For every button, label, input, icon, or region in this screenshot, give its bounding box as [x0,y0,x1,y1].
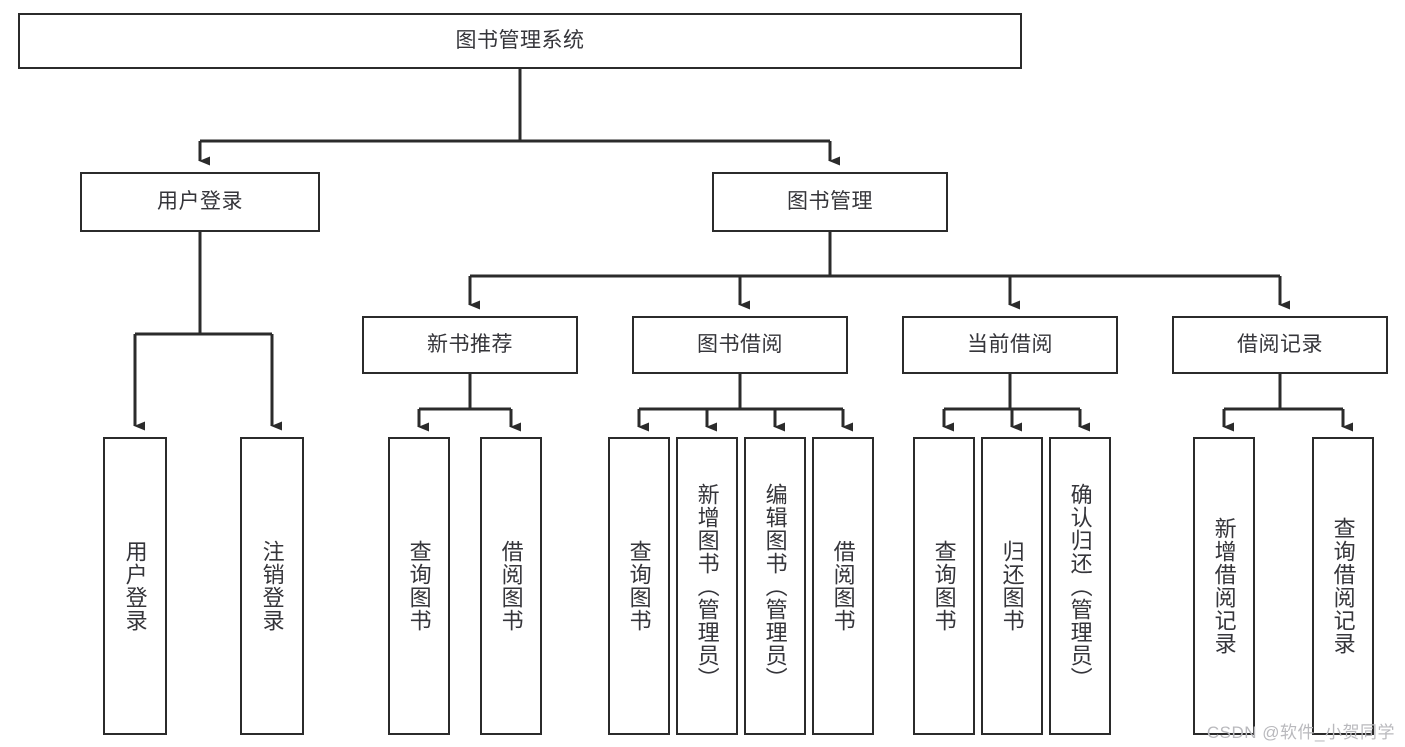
leaf-node-4[interactable]: 查询图书 [608,437,670,735]
leaf-node-7[interactable]: 借阅图书 [812,437,874,735]
leaf-node-label: 注销登录 [259,540,285,632]
leaf-node-label: 查询图书 [406,540,432,632]
leaf-node-label: 查询借阅记录 [1330,517,1356,655]
leaf-node-8[interactable]: 查询图书 [913,437,975,735]
leaf-node-11[interactable]: 新增借阅记录 [1193,437,1255,735]
leaf-node-label: 查询图书 [931,540,957,632]
level3-node-label: 新书推荐 [427,332,513,356]
leaf-node-label: 新增借阅记录 [1211,517,1237,655]
level3-node-label: 当前借阅 [967,332,1053,356]
leaf-node-2[interactable]: 查询图书 [388,437,450,735]
level2-node-label: 用户登录 [157,189,243,213]
leaf-node-10[interactable]: 确认归还（管理员） [1049,437,1111,735]
leaf-node-3[interactable]: 借阅图书 [480,437,542,735]
root-node-label: 图书管理系统 [455,28,585,52]
leaf-node-label: 新增图书（管理员） [694,482,720,690]
level3-node-label: 借阅记录 [1237,332,1323,356]
leaf-node-1[interactable]: 注销登录 [240,437,304,735]
leaf-node-label: 查询图书 [626,540,652,632]
level3-node-0[interactable]: 新书推荐 [362,316,578,374]
level3-node-3[interactable]: 借阅记录 [1172,316,1388,374]
leaf-node-label: 归还图书 [999,540,1025,632]
leaf-node-label: 用户登录 [122,540,148,632]
leaf-node-label: 编辑图书（管理员） [762,482,788,690]
leaf-node-label: 借阅图书 [830,540,856,632]
leaf-node-9[interactable]: 归还图书 [981,437,1043,735]
leaf-node-label: 确认归还（管理员） [1067,482,1093,690]
leaf-node-label: 借阅图书 [498,540,524,632]
leaf-node-0[interactable]: 用户登录 [103,437,167,735]
level3-node-label: 图书借阅 [697,332,783,356]
root-node-0[interactable]: 图书管理系统 [18,13,1022,69]
level2-node-0[interactable]: 用户登录 [80,172,320,232]
leaf-node-12[interactable]: 查询借阅记录 [1312,437,1374,735]
level2-node-1[interactable]: 图书管理 [712,172,948,232]
level3-node-2[interactable]: 当前借阅 [902,316,1118,374]
level3-node-1[interactable]: 图书借阅 [632,316,848,374]
leaf-node-5[interactable]: 新增图书（管理员） [676,437,738,735]
level2-node-label: 图书管理 [787,189,873,213]
leaf-node-6[interactable]: 编辑图书（管理员） [744,437,806,735]
